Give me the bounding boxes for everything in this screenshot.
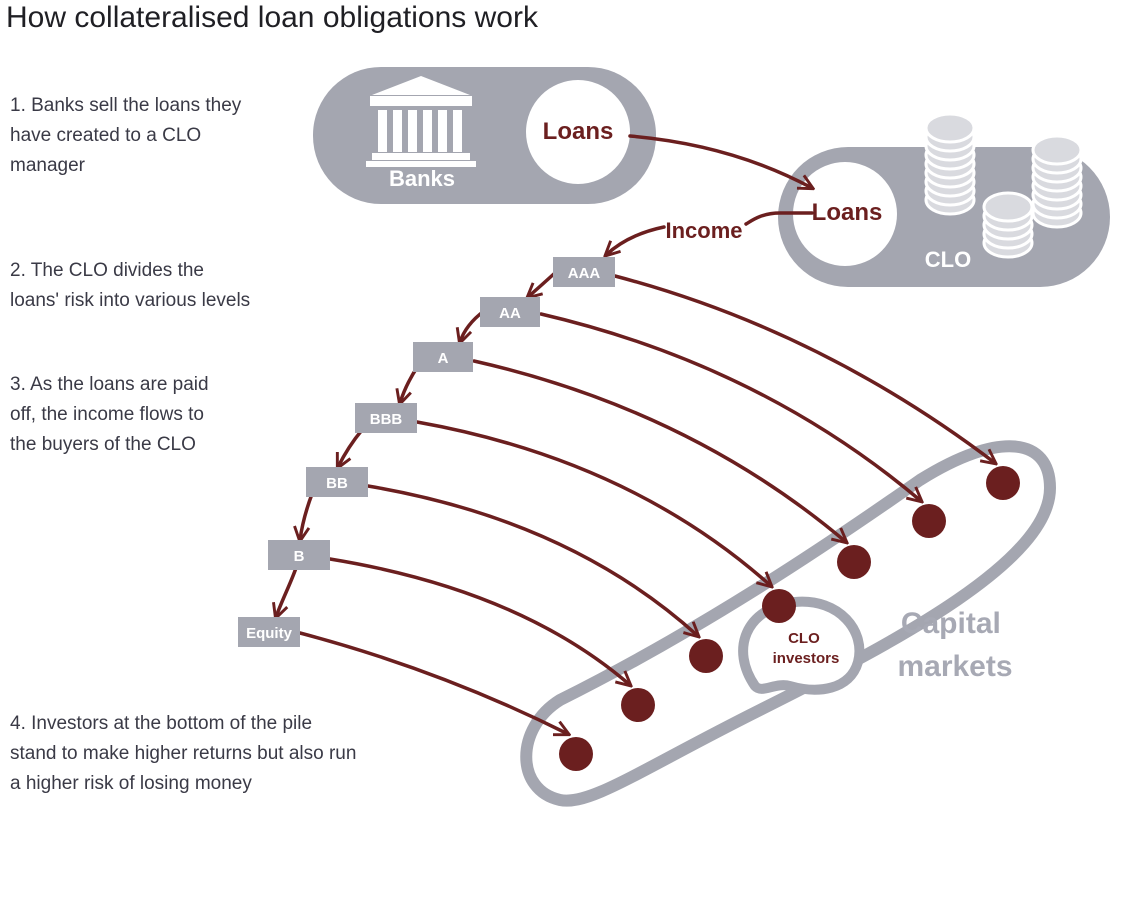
step-1-line-1: 1. Banks sell the loans they	[10, 95, 242, 116]
step-4-line-1: 4. Investors at the bottom of the pile	[10, 713, 312, 734]
tranche-box	[553, 257, 615, 287]
clo-investors-line-2: investors	[773, 650, 840, 667]
step-1-line-2: have created to a CLO	[10, 125, 201, 146]
tranche-equity: Equity	[238, 617, 300, 647]
tranche-bbb: BBB	[355, 403, 417, 433]
bank-building-icon	[366, 76, 476, 167]
tranche-b-flow-arrow	[328, 557, 630, 685]
tranche-a-flow-arrow	[472, 359, 846, 542]
tranche-aa: AA	[480, 297, 540, 327]
capital-markets-line-2: markets	[897, 650, 1012, 683]
capital-markets-line-1: Capital	[901, 607, 1001, 640]
flow-arrows	[276, 134, 995, 734]
income-label: Income	[665, 218, 742, 243]
tranche-box	[238, 617, 300, 647]
diagram-title: How collateralised loan obligations work	[6, 1, 539, 34]
tranche-label: B	[294, 548, 305, 565]
capital-markets-label: Capital markets	[897, 607, 1012, 683]
coin	[1031, 134, 1083, 166]
clo-investors-line-1: CLO	[788, 630, 820, 647]
tranche-bb: BB	[306, 467, 368, 497]
investor-dot	[689, 639, 723, 673]
banks-loans-label: Loans	[543, 118, 614, 145]
aaa-to-aa-arrow	[528, 270, 558, 297]
step-4-text: 4. Investors at the bottom of the pile s…	[10, 713, 362, 794]
tranche-aaa: AAA	[553, 257, 615, 287]
step-2-text: 2. The CLO divides the loans' risk into …	[10, 260, 250, 311]
investor-dot	[559, 737, 593, 771]
tranche-box	[355, 403, 417, 433]
step-3-line-3: the buyers of the CLO	[10, 434, 196, 455]
step-2-line-1: 2. The CLO divides the	[10, 260, 204, 281]
tranche-box	[306, 467, 368, 497]
tranche-box	[480, 297, 540, 327]
tranche-box	[268, 540, 330, 570]
step-3-line-2: off, the income flows to	[10, 404, 204, 425]
coin-stack	[924, 112, 976, 216]
tranche-bb-flow-arrow	[366, 484, 698, 636]
investor-dots	[559, 466, 1020, 771]
tranche-label: AAA	[568, 265, 601, 282]
investor-dot	[837, 545, 871, 579]
step-4-line-2: stand to make higher returns but also ru…	[10, 743, 356, 764]
clo-loans-label: Loans	[812, 199, 883, 226]
clo-loans-circle	[793, 162, 897, 266]
investor-dot	[986, 466, 1020, 500]
step-3-line-1: 3. As the loans are paid	[10, 374, 209, 395]
coin	[982, 191, 1034, 223]
step-4-line-3: a higher risk of losing money	[10, 773, 252, 794]
investor-dot	[621, 688, 655, 722]
banks-label: Banks	[389, 166, 455, 191]
tranche-label: BBB	[370, 411, 403, 428]
tranche-label: Equity	[246, 625, 292, 642]
clo-investors-bubble	[738, 596, 865, 695]
tranche-label: BB	[326, 475, 348, 492]
tranche-bbb-flow-arrow	[415, 420, 771, 586]
tranche-b: B	[268, 540, 330, 570]
coin-stack	[1031, 134, 1083, 229]
investor-dot	[912, 504, 946, 538]
b-to-equity-arrow	[276, 566, 298, 617]
tranche-aaa-flow-arrow	[613, 274, 995, 463]
bb-to-b-arrow	[300, 492, 314, 540]
banks-loans-circle	[526, 80, 630, 184]
clo-investors-label: CLO investors	[773, 630, 840, 667]
coin-stack-icon	[924, 112, 1083, 259]
tranche-aa-flow-arrow	[539, 312, 921, 501]
step-3-text: 3. As the loans are paid off, the income…	[10, 374, 214, 455]
coin-stack	[982, 191, 1034, 259]
clo-income-line	[744, 211, 814, 226]
tranche-box	[413, 342, 473, 372]
step-2-line-2: loans' risk into various levels	[10, 290, 250, 311]
banks-to-clo-arrow	[628, 134, 812, 188]
tranche-label: A	[438, 350, 449, 367]
step-1-text: 1. Banks sell the loans they have create…	[10, 95, 247, 176]
tranche-a: A	[413, 342, 473, 372]
clo-label: CLO	[925, 247, 971, 272]
bbb-to-bb-arrow	[338, 428, 364, 467]
investor-dot	[762, 589, 796, 623]
step-1-line-3: manager	[10, 155, 86, 176]
tranche-equity-flow-arrow	[298, 631, 568, 734]
tranche-label: AA	[499, 305, 521, 322]
income-to-aaa-arrow	[606, 225, 666, 255]
coin	[924, 112, 976, 144]
